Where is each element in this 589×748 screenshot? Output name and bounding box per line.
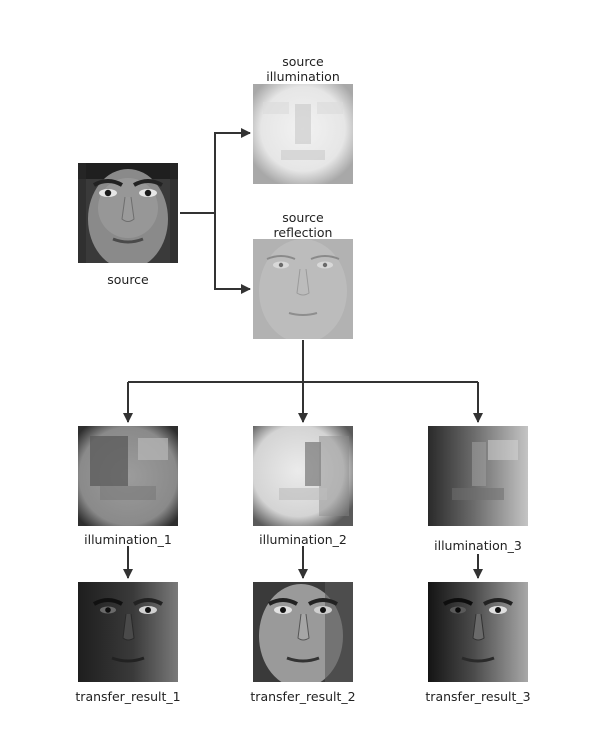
source-reflection-image	[253, 239, 353, 339]
illumination-1-label: illumination_1	[84, 532, 172, 547]
illumination-3-image	[428, 426, 528, 526]
transfer-result-3-label: transfer_result_3	[425, 689, 531, 704]
source-illumination-label: source illumination	[266, 54, 340, 84]
transfer-result-3-image	[428, 582, 528, 682]
transfer-result-2-image	[253, 582, 353, 682]
arrow-source-to-illumination	[180, 128, 251, 214]
transfer-result-1-image	[78, 582, 178, 682]
source-illumination-image	[253, 84, 353, 184]
illumination-2-image	[253, 426, 353, 526]
arrow-source-to-reflection	[214, 213, 251, 294]
source-label: source	[107, 272, 149, 287]
illumination-1-image	[78, 426, 178, 526]
illumination-3-label: illumination_3	[434, 538, 522, 553]
source-reflection-label: source reflection	[273, 210, 333, 240]
illumination-2-label: illumination_2	[259, 532, 347, 547]
transfer-result-1-label: transfer_result_1	[75, 689, 181, 704]
transfer-result-2-label: transfer_result_2	[250, 689, 356, 704]
source-face-image	[78, 163, 178, 263]
